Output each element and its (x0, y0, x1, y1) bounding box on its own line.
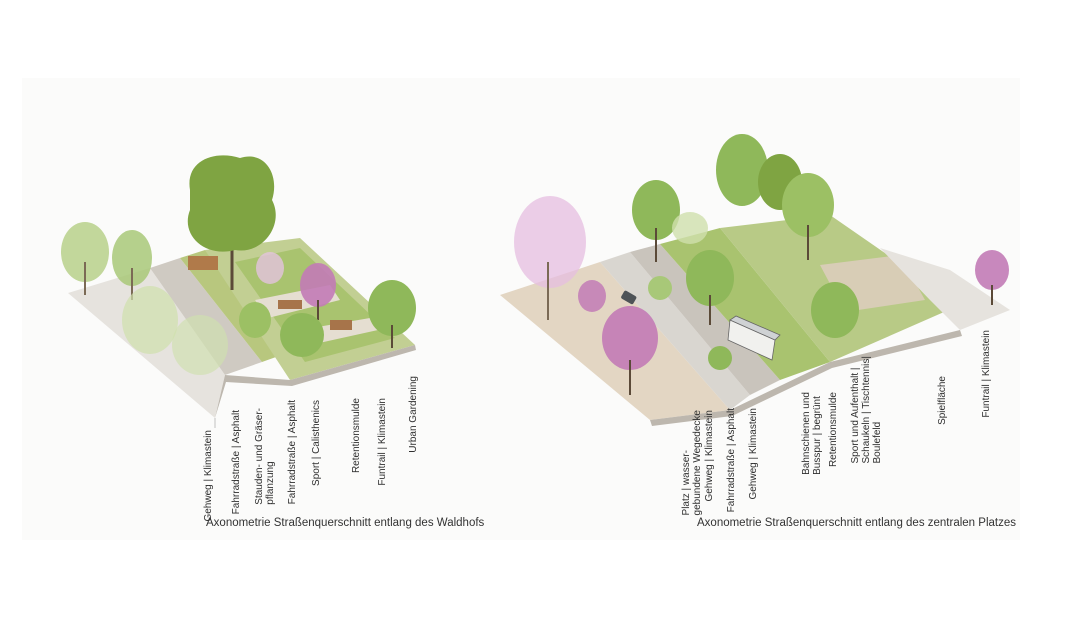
right-tree-2 (716, 134, 768, 206)
right-tree-5 (686, 250, 734, 306)
right-tree-4 (782, 173, 834, 237)
left-big-tree-crown (187, 155, 276, 252)
left-label-fahrradstrasse-2: Fahrradstraße | Asphalt (287, 400, 298, 505)
left-label-gehweg: Gehweg | Klimastein (203, 430, 214, 522)
right-caption: Axonometrie Straßenquerschnitt entlang d… (697, 517, 1016, 529)
left-label-retention: Retentionsmulde (351, 398, 362, 474)
left-caption: Axonometrie Straßenquerschnitt entlang d… (206, 517, 485, 529)
right-tram (727, 315, 781, 361)
right-label-sport: Sport und Aufenthalt | Schaukeln | Tisch… (850, 356, 883, 464)
right-label-funtrail: Funtrail | Klimastein (981, 330, 992, 418)
left-tree-g (239, 302, 271, 338)
right-pink-tree-large (514, 196, 586, 288)
right-label-platz: Platz | wasser- gebundene Wegedecke (681, 410, 703, 516)
left-tree-d (172, 315, 228, 375)
left-slab-edge (215, 345, 416, 418)
left-tree-b (112, 230, 152, 286)
right-tree-1 (632, 180, 680, 240)
right-sidewalk (600, 252, 750, 410)
left-label-funtrail: Funtrail | Klimastein (377, 398, 388, 486)
left-tree-f (280, 313, 324, 357)
right-label-retention: Retentionsmulde (828, 392, 839, 468)
left-pink-tree-1 (300, 263, 336, 307)
right-label-bahnschienen: Bahnschienen und Busspur | begrünt (801, 392, 823, 475)
left-planter-3 (278, 300, 302, 309)
left-trees (61, 155, 416, 375)
right-tree-8 (708, 346, 732, 370)
left-label-stauden: Stauden- und Gräser- pflanzung (254, 408, 276, 505)
left-label-fahrradstrasse-1: Fahrradstraße | Asphalt (231, 410, 242, 515)
left-tree-e (368, 280, 416, 336)
right-pink-tree-2 (602, 306, 658, 370)
right-tree-9 (648, 276, 672, 300)
left-label-urban-gardening: Urban Gardening (408, 376, 419, 453)
right-tree-6 (811, 282, 859, 338)
right-car (621, 290, 637, 305)
left-planter-2 (330, 320, 352, 330)
right-label-spielflaeche: Spielfläche (937, 376, 948, 425)
right-label-gehweg-2: Gehweg | Klimastein (748, 408, 759, 500)
right-label-gehweg-1: Gehweg | Klimastein (704, 410, 715, 502)
left-label-sport: Sport | Calisthenics (311, 400, 322, 486)
right-label-fahrradstrasse: Fahrradstraße | Asphalt (726, 408, 737, 513)
left-planter-1 (188, 256, 218, 270)
right-tree-7 (672, 212, 708, 244)
right-trees (514, 134, 1009, 395)
left-axonometry (61, 155, 416, 418)
left-pink-tree-2 (256, 252, 284, 284)
right-plaza-east (880, 248, 1010, 330)
right-pink-tree-3 (578, 280, 606, 312)
right-pink-tree-4 (975, 250, 1009, 290)
left-tree-a (61, 222, 109, 282)
left-tree-c (122, 286, 178, 354)
right-axonometry (500, 134, 1010, 426)
right-slab-edge (650, 330, 962, 426)
